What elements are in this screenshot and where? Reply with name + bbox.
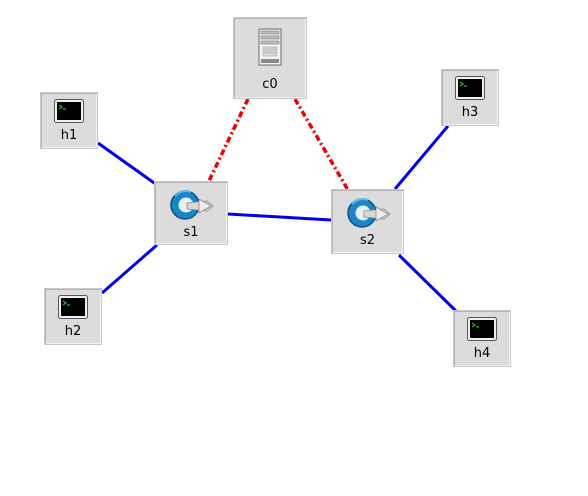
server-icon (258, 28, 282, 66)
node-label-h2: h2 (64, 324, 82, 339)
node-label-h3: h3 (461, 105, 479, 120)
node-label-h1: h1 (60, 128, 78, 143)
host-node-h2[interactable]: h2 (44, 288, 102, 345)
host-node-h1[interactable]: h1 (40, 92, 98, 149)
node-label-s2: s2 (359, 233, 376, 248)
node-label-s1: s1 (183, 225, 199, 240)
terminal-host-icon (58, 295, 88, 319)
link-c0-s1[interactable] (207, 98, 250, 182)
link-c0-s2[interactable] (293, 98, 350, 191)
switch-node-s1[interactable]: s1 (154, 181, 228, 245)
controller-node-c0[interactable]: c0 (233, 17, 307, 99)
openflow-switch-icon (170, 189, 214, 220)
link-h1-s1[interactable] (97, 141, 158, 187)
link-s2-h4[interactable] (397, 253, 460, 315)
openflow-switch-icon (346, 197, 391, 228)
host-node-h3[interactable]: h3 (441, 69, 499, 126)
host-node-h4[interactable]: h4 (453, 310, 511, 367)
link-h2-s1[interactable] (101, 243, 158, 295)
terminal-host-icon (54, 99, 84, 123)
link-s2-h3[interactable] (393, 125, 450, 190)
terminal-host-icon (455, 76, 485, 100)
node-label-c0: c0 (262, 77, 278, 92)
switch-node-s2[interactable]: s2 (331, 189, 404, 254)
node-label-h4: h4 (473, 346, 491, 361)
terminal-host-icon (467, 317, 497, 341)
link-s1-s2[interactable] (227, 212, 332, 222)
